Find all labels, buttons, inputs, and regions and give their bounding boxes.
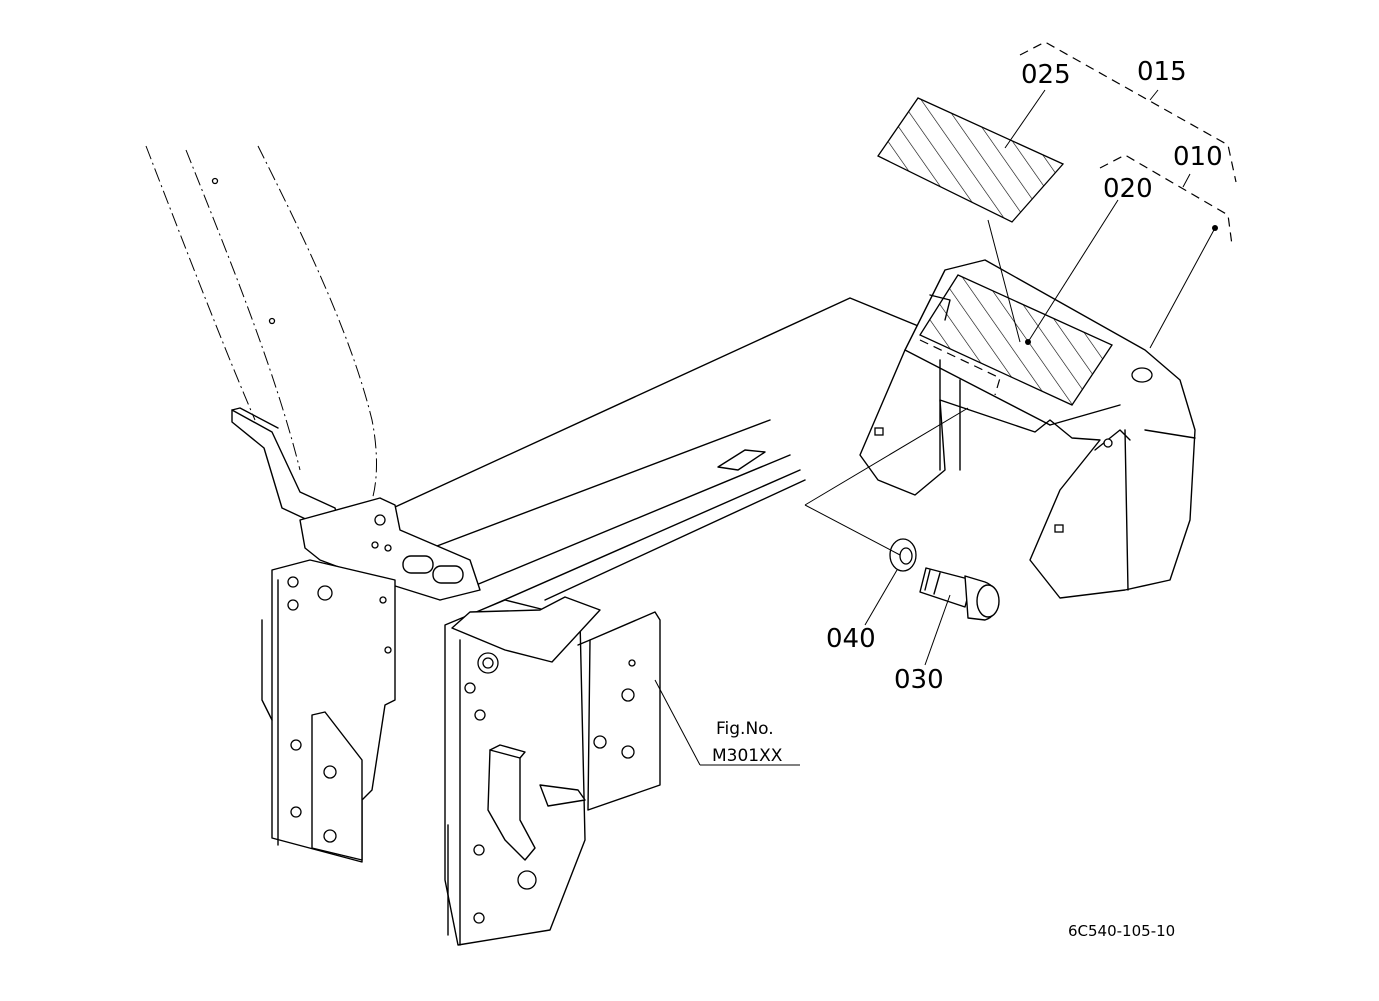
frame-assembly xyxy=(145,145,929,946)
part-label-025: 025 xyxy=(1021,60,1071,90)
washer-040 xyxy=(889,538,917,572)
drawing-code: 6C540-105-10 xyxy=(1068,922,1175,940)
bolt-030 xyxy=(919,567,1000,621)
decal-025 xyxy=(877,97,1065,223)
part-label-040: 040 xyxy=(826,624,876,654)
part-label-020: 020 xyxy=(1103,174,1153,204)
figure-ref-line1: Fig.No. xyxy=(716,719,774,739)
part-label-010: 010 xyxy=(1173,142,1223,172)
part-label-030: 030 xyxy=(894,665,944,695)
cover-bracket xyxy=(859,259,1196,599)
figure-ref-line2: M301XX xyxy=(712,746,783,766)
leader-lines xyxy=(654,41,1237,766)
part-label-015: 015 xyxy=(1137,57,1187,87)
